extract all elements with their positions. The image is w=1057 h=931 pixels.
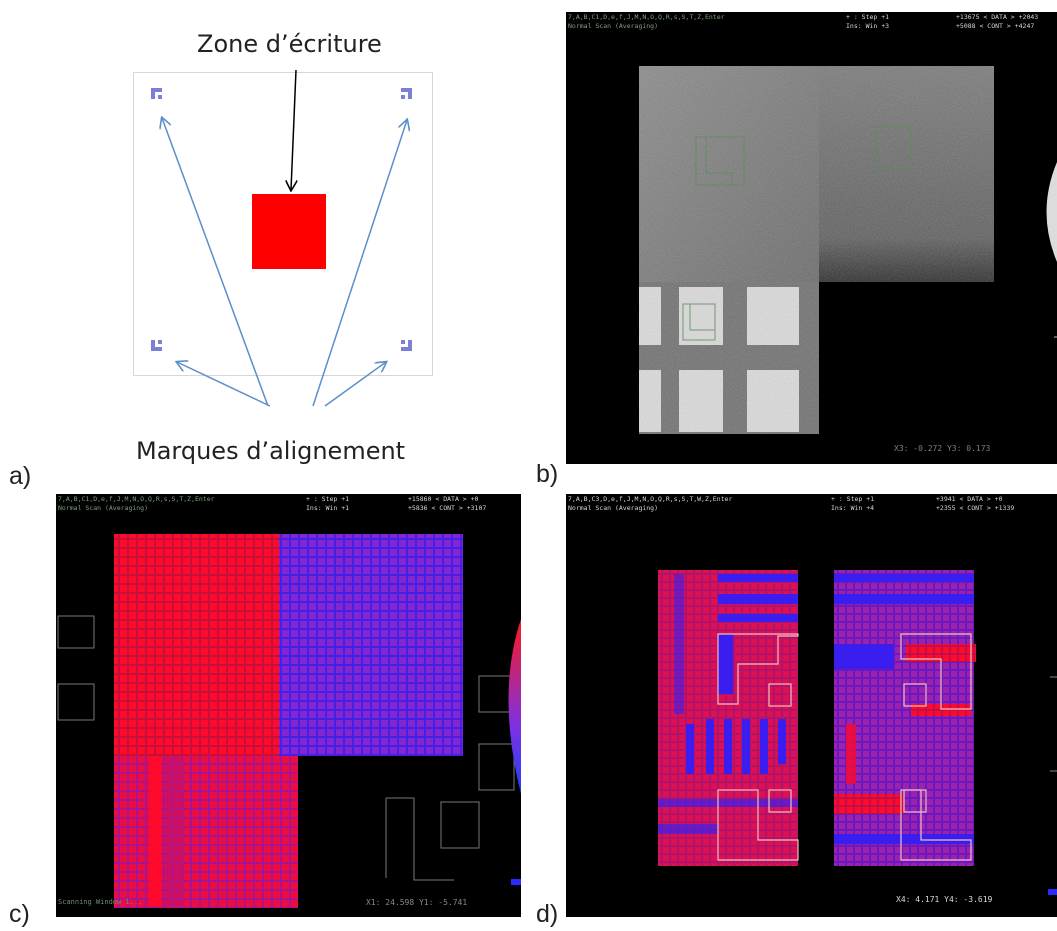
hud-d-line2-right: +2355 < CONT > +1339 [936,504,1015,512]
alignment-mark-bottom-right [401,340,412,351]
panel-a-arrows [151,69,412,407]
hud-d-line2-mid: Ins: Win +4 [831,504,875,512]
alignment-arrow-top-right [312,120,407,407]
panel-a-schema: Zone d’écriture Marques d’a [0,0,540,490]
panel-c-coordinates: X1: 24.598 Y1: -5.741 [366,898,468,907]
alignment-mark-bottom-left [151,340,162,351]
dose-region-blue [279,534,463,756]
panel-b-sem-image: 7,A,B,C1,D,e,f,J,M,N,O,Q,R,s,S,T,Z,Enter… [566,12,1057,464]
panel-b-grayscale-scan [639,66,1057,434]
alignment-marks-caption: Marques d’alignement [136,437,406,465]
panel-b-coordinates: X3: -0.272 Y3: 0.173 [894,444,991,453]
hud-b-line2-right: +5088 < CONT > +4247 [956,22,1035,30]
hud-d-line1-right: +3941 < DATA > +0 [936,495,1003,503]
panel-c-status: Scanning Window 1... [58,898,143,906]
hud-b-line1-mid: + : Step +1 [846,13,890,21]
write-zone-caption: Zone d’écriture [197,30,382,58]
hud-d-line2-left: Normal Scan (Averaging) [568,504,659,512]
hud-d-line1-mid: + : Step +1 [831,495,875,503]
dose-region-red [114,534,279,756]
panel-c-dose-map: 7,A,B,C1,D,e,f,J,M,N,O,Q,R,s,S,T,Z,Enter… [56,494,521,917]
dose-region-lower [114,756,298,908]
hud-b-line2-left: Normal Scan (Averaging) [568,22,659,30]
hud-c-line1-left: 7,A,B,C1,D,e,f,J,M,N,O,Q,R,s,S,T,Z,Enter [58,495,215,503]
panel-d-pattern [658,570,1057,895]
alignment-arrow-bottom-left [177,362,271,407]
dose-block-left [658,570,799,866]
hud-d-line1-left: 7,A,B,C3,D,e,f,J,M,N,O,Q,R,s,S,T,W,Z,Ent… [568,495,733,503]
write-zone-arrow [291,69,296,190]
alignment-arrow-bottom-right [324,362,386,407]
hud-c-line1-right: +15860 < DATA > +0 [408,495,479,503]
panel-d-coordinates: X4: 4.171 Y4: -3.619 [896,895,993,904]
panel-d-label: d) [536,900,559,928]
write-zone-square [252,194,326,269]
panel-c-pattern [57,534,521,908]
alignment-mark-top-right [401,88,412,99]
dose-block-right [834,570,976,866]
alignment-mark-top-left [151,88,162,99]
hud-c-line2-right: +5836 < CONT > +3107 [408,504,487,512]
panel-c-edge-disk [508,619,521,794]
hud-b-line1-right: +13675 < DATA > +2043 [956,13,1039,21]
hud-c-line2-left: Normal Scan (Averaging) [58,504,149,512]
hud-c-line2-mid: Ins: Win +1 [306,504,350,512]
panel-a-label: a) [9,462,32,490]
panel-c-label: c) [9,900,30,928]
panel-b-label: b) [536,460,559,488]
hud-b-line2-mid: Ins: Win +3 [846,22,890,30]
alignment-arrow-top-left [162,118,269,407]
hud-c-line1-mid: + : Step +1 [306,495,350,503]
hud-b-line1-left: 7,A,B,C1,D,e,f,J,M,N,O,Q,R,s,S,T,Z,Enter [568,13,725,21]
panel-d-dose-map: 7,A,B,C3,D,e,f,J,M,N,O,Q,R,s,S,T,W,Z,Ent… [566,494,1057,917]
